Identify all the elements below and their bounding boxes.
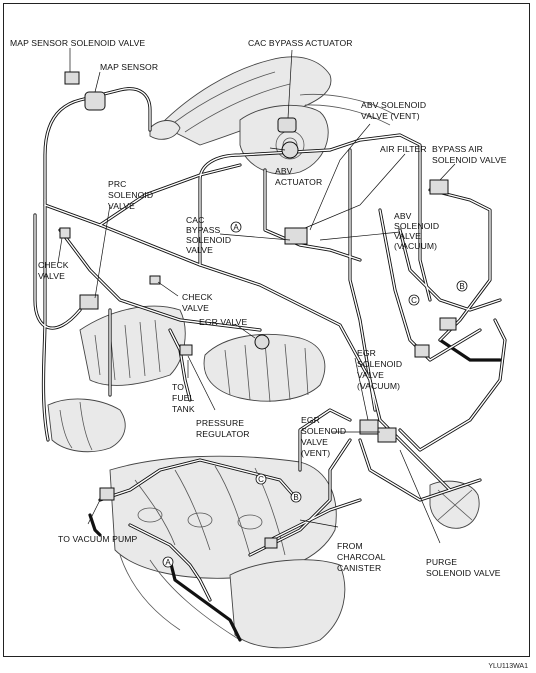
svg-text:ABV SOLENOID: ABV SOLENOID [361,100,426,110]
svg-text:SOLENOID VALVE: SOLENOID VALVE [426,568,501,578]
map-sensor-body [84,91,106,111]
svg-text:BYPASS AIR: BYPASS AIR [432,144,483,154]
abv-solenoid-valve-body [284,227,308,245]
svg-text:VALVE: VALVE [186,245,213,255]
svg-text:A: A [233,223,239,232]
svg-text:REGULATOR: REGULATOR [196,429,250,439]
svg-text:PRESSURE: PRESSURE [196,418,244,428]
pressure-regulator-body [179,344,193,356]
label-check-valve-left: CHECK VALVE [38,260,69,281]
connector-a-upper: A [230,221,242,233]
svg-text:B: B [459,282,464,291]
label-egr-solenoid-valve-vacuum: EGR SOLENOID VALVE (VACUUM) [357,348,402,391]
svg-text:C: C [258,475,264,484]
label-to-fuel-tank: TO FUEL TANK [172,382,195,414]
check-valve-left-body [59,227,71,239]
svg-text:SOLENOID: SOLENOID [357,359,402,369]
label-cac-bypass-solenoid-valve: CAC BYPASS SOLENOID VALVE [186,215,231,255]
svg-text:VALVE: VALVE [108,201,135,211]
svg-text:TANK: TANK [172,404,195,414]
egr-solenoid-valve-vacuum-body [359,419,379,435]
connector-b-right: B [456,280,468,292]
abv-actuator-body [281,141,299,159]
label-abv-actuator: ABV ACTUATOR [275,166,322,187]
leader-lines [57,48,456,544]
label-map-sensor-solenoid-valve: MAP SENSOR SOLENOID VALVE [10,38,145,48]
svg-text:(VACUUM): (VACUUM) [357,381,400,391]
label-from-charcoal-canister: FROM CHARCOAL CANISTER [337,541,386,573]
label-abv-solenoid-valve-vent: ABV SOLENOID VALVE (VENT) [361,100,426,121]
svg-text:SOLENOID: SOLENOID [301,426,346,436]
connector-markers: A B C C B A [162,221,468,568]
svg-text:VALVE: VALVE [182,303,209,313]
label-cac-bypass-actuator: CAC BYPASS ACTUATOR [248,38,353,48]
charcoal-canister-fitting [264,537,278,549]
prc-solenoid-valve-body [79,294,99,310]
svg-text:B: B [293,493,298,502]
svg-text:EGR: EGR [357,348,376,358]
egr-solenoid-valve-vent-body [377,427,397,443]
svg-text:ACTUATOR: ACTUATOR [275,177,322,187]
connector-c-lower: C [255,473,267,485]
label-bypass-air-solenoid-valve: BYPASS AIR SOLENOID VALVE [432,144,507,165]
egr-valve-body [254,334,270,350]
svg-text:EGR: EGR [301,415,320,425]
svg-text:C: C [411,296,417,305]
svg-text:FUEL: FUEL [172,393,194,403]
svg-text:ABV: ABV [394,211,412,221]
svg-text:(VACUUM): (VACUUM) [394,241,437,251]
label-egr-valve: EGR VALVE [199,317,248,327]
label-check-valve-mid: CHECK VALVE [182,292,213,313]
svg-text:BYPASS: BYPASS [186,225,221,235]
bypass-air-solenoid-valve-body [429,179,449,195]
svg-text:SOLENOID VALVE: SOLENOID VALVE [432,155,507,165]
svg-text:TO: TO [172,382,184,392]
map-sensor-solenoid-valve-body [64,71,80,85]
svg-text:PURGE: PURGE [426,557,457,567]
label-egr-solenoid-valve-vent: EGR SOLENOID VALVE (VENT) [301,415,346,458]
cac-bypass-actuator-body [277,117,297,133]
engine-illustration [47,56,480,649]
svg-text:CHECK: CHECK [38,260,69,270]
check-valve-mid-body [149,275,161,285]
label-abv-solenoid-valve-vacuum: ABV SOLENOID VALVE (VACUUM) [394,211,439,251]
label-prc-solenoid-valve: PRC SOLENOID VALVE [108,179,153,211]
svg-text:SOLENOID: SOLENOID [394,221,439,231]
svg-text:VALVE: VALVE [394,231,421,241]
svg-text:SOLENOID: SOLENOID [186,235,231,245]
svg-text:CHECK: CHECK [182,292,213,302]
label-pressure-regulator: PRESSURE REGULATOR [196,418,250,439]
svg-text:VALVE (VENT): VALVE (VENT) [361,111,420,121]
vacuum-pump-fitting [99,487,115,501]
label-air-filter: AIR FILTER [380,144,427,154]
connector-a-lower: A [162,556,174,568]
svg-text:A: A [165,558,171,567]
svg-text:FROM: FROM [337,541,363,551]
svg-text:(VENT): (VENT) [301,448,330,458]
connector-c-right: C [408,294,420,306]
svg-text:VALVE: VALVE [357,370,384,380]
components [59,71,457,549]
figure-code: YLU113WA1 [488,663,528,670]
purge-connector-body [439,317,457,331]
svg-text:VALVE: VALVE [301,437,328,447]
label-map-sensor: MAP SENSOR [100,62,158,72]
svg-text:PRC: PRC [108,179,126,189]
label-purge-solenoid-valve: PURGE SOLENOID VALVE [426,557,501,578]
label-to-vacuum-pump: TO VACUUM PUMP [58,534,138,544]
svg-text:ABV: ABV [275,166,293,176]
labels: MAP SENSOR SOLENOID VALVE MAP SENSOR CAC… [10,38,507,578]
svg-text:CHARCOAL: CHARCOAL [337,552,386,562]
connector-b-lower: B [290,491,302,503]
svg-text:VALVE: VALVE [38,271,65,281]
svg-text:CANISTER: CANISTER [337,563,381,573]
svg-text:CAC: CAC [186,215,204,225]
purge-solenoid-valve-body [414,344,430,358]
svg-text:SOLENOID: SOLENOID [108,190,153,200]
